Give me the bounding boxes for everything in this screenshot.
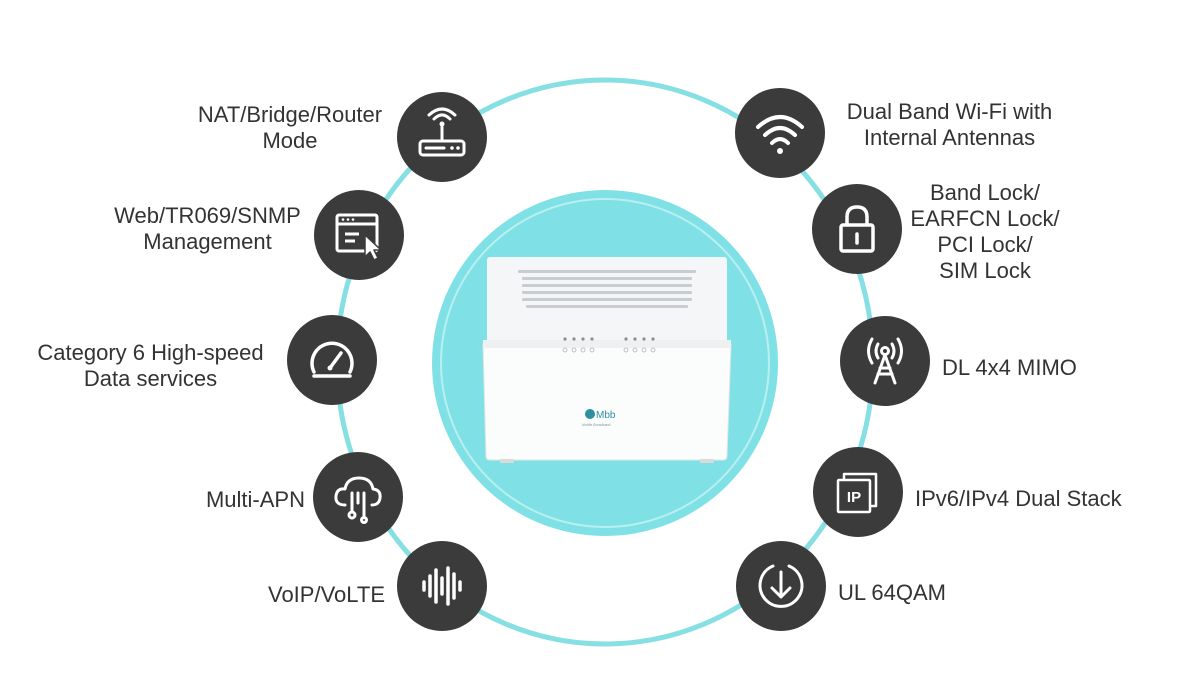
label-line: SIM Lock [939, 258, 1031, 283]
router-icon-badge [397, 92, 487, 182]
padlock-icon [839, 205, 875, 253]
multi-apn-label: Multi-APN [150, 487, 305, 513]
label-line: Mode [262, 128, 318, 153]
logo-subtext: Mobile Broadband [582, 423, 610, 427]
cloud-network-icon-badge [313, 452, 403, 542]
category6-label: Category 6 High-speed Data services [18, 340, 283, 392]
device-halo: Mbb Mobile Broadband [432, 190, 778, 536]
label-line: PCI Lock/ [937, 232, 1033, 257]
mimo-label: DL 4x4 MIMO [942, 355, 1102, 381]
soundwave-icon-badge [397, 541, 487, 631]
logo-text: Mbb [596, 410, 616, 421]
ip-stack-icon-badge: IP [813, 447, 903, 537]
lock-label: Band Lock/ EARFCN Lock/ PCI Lock/ SIM Lo… [885, 180, 1085, 284]
label-line: UL 64QAM [838, 580, 947, 605]
padlock-icon-badge [812, 184, 902, 274]
download-arrow-icon [758, 564, 804, 608]
antenna-tower-icon [867, 337, 903, 385]
halo-inner-ring [440, 198, 770, 528]
browser-cursor-icon [335, 213, 382, 261]
management-label: Web/TR069/SNMP Management [100, 203, 315, 255]
label-line: NAT/Bridge/Router [197, 102, 383, 127]
wifi-icon [756, 115, 804, 154]
voip-label: VoIP/VoLTE [220, 582, 385, 608]
mbb-logo: Mbb Mobile Broadband [582, 409, 616, 427]
label-line: Internal Antennas [863, 125, 1036, 150]
ul-64qam-label: UL 64QAM [838, 580, 988, 606]
speedometer-icon-badge [287, 315, 377, 405]
router-device: Mbb Mobile Broadband [482, 257, 732, 463]
speedometer-icon [310, 341, 354, 378]
label-line: Web/TR069/SNMP [114, 203, 301, 228]
label-line: EARFCN Lock/ [910, 206, 1060, 231]
vent-grid [518, 270, 696, 308]
antenna-tower-icon-badge [840, 316, 930, 406]
label-line: Category 6 High-speed [37, 340, 264, 365]
soundwave-icon [422, 566, 462, 606]
router-icon [418, 107, 466, 157]
wifi-label: Dual Band Wi-Fi with Internal Antennas [832, 99, 1067, 151]
label-line: Multi-APN [205, 487, 305, 512]
ipv6-label: IPv6/IPv4 Dual Stack [915, 486, 1145, 512]
nat-bridge-label: NAT/Bridge/Router Mode [180, 102, 400, 154]
wifi-icon-badge [735, 88, 825, 178]
browser-cursor-icon-badge [314, 190, 404, 280]
label-line: Management [143, 229, 272, 254]
label-line: IPv6/IPv4 Dual Stack [915, 486, 1122, 511]
label-line: VoIP/VoLTE [267, 582, 385, 607]
label-line: Dual Band Wi-Fi with [846, 99, 1053, 124]
status-leds [563, 337, 655, 341]
cloud-network-icon [334, 476, 382, 524]
download-arrow-icon-badge [736, 541, 826, 631]
ip-stack-icon: IP [836, 472, 878, 514]
svg-text:IP: IP [847, 489, 861, 506]
label-line: DL 4x4 MIMO [942, 355, 1077, 380]
label-line: Band Lock/ [929, 180, 1041, 205]
label-line: Data services [83, 366, 218, 391]
